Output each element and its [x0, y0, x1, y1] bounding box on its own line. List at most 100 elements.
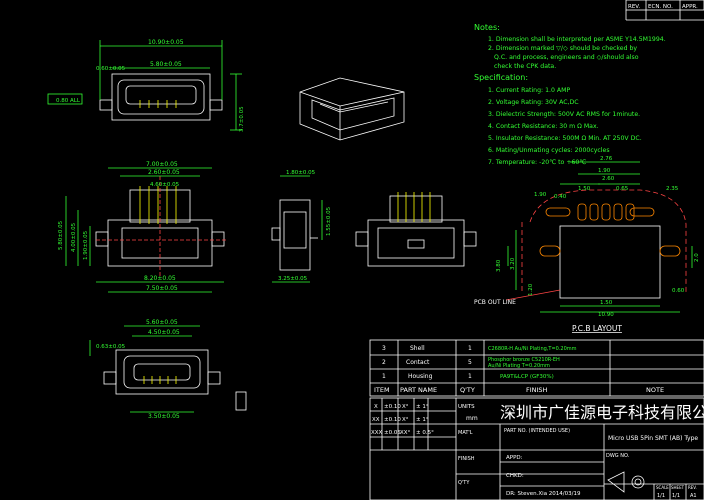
- bom-table: [369, 339, 704, 397]
- dim-low-w2: 4.50±0.05: [148, 329, 180, 336]
- tol-cell: ± 1°: [416, 404, 429, 410]
- part-name: Micro USB 5Pin SMT (AB) Type: [608, 435, 698, 442]
- tol-cell: ±0.10: [384, 404, 401, 410]
- spec-line: 2. Voltage Rating: 30V AC,DC: [488, 99, 579, 106]
- bom-header-note: NOTE: [646, 386, 664, 394]
- pcb-dim: 0.65: [616, 186, 629, 192]
- pcb-layout-title: P.C.B LAYOUT: [572, 324, 622, 333]
- bom-header-qty: Q'TY: [460, 386, 475, 394]
- projection-symbol-icon: [607, 471, 645, 493]
- dim-low-b: 3.50±0.05: [148, 413, 180, 420]
- dim-top-width: 10.90±0.05: [148, 39, 184, 46]
- spec-line: 5. Insulator Resistance: 500M Ω Min. AT …: [488, 135, 642, 142]
- tol-cell: X°: [402, 404, 409, 410]
- pcb-dims: 2.76 1.90 2.60 1.50 0.40 0.65 2.35 1.90 …: [496, 156, 700, 318]
- bom-finish-2: Au/Ni Plating T=0.20mm: [488, 363, 550, 369]
- notes-block: Notes: 1. Dimension shall be interpreted…: [474, 23, 666, 166]
- tol-cell: ± 1°: [416, 417, 429, 423]
- tol-cell: X: [374, 404, 378, 410]
- dim-mid-b1: 8.20±0.05: [144, 275, 176, 282]
- note-line: 2. Dimension marked ▽/◇ should be checke…: [488, 45, 637, 52]
- tolerance-table: X ±0.10 X° ± 1° XX ±0.10 X° ± 1° XXX ±0.…: [371, 404, 434, 436]
- bom-qty: 1: [468, 345, 472, 352]
- pcb-outline-label: PCB OUT LINE: [474, 299, 516, 306]
- bom-item: 2: [382, 359, 386, 366]
- tol-cell: XX: [372, 417, 380, 423]
- company-name: 深圳市广佳源电子科技有限公司: [500, 403, 704, 422]
- scale-label: SCALE: [656, 485, 669, 490]
- finish-label: FINISH: [458, 456, 475, 462]
- tol-cell: ±0.10: [384, 417, 401, 423]
- dim-top-inner: 5.80±0.05: [150, 61, 182, 68]
- spec-line: 7. Temperature: -20℃ to +60℃: [488, 159, 586, 166]
- dim-side-h: 1.55±0.05: [326, 206, 332, 236]
- pcb-dim: 1.50: [578, 186, 591, 192]
- chkd-label: CHKD:: [506, 473, 524, 479]
- bom-qty: 5: [468, 359, 472, 366]
- bom-qty: 1: [468, 373, 472, 380]
- rear-view: [355, 192, 477, 267]
- bom-part: Housing: [408, 373, 433, 380]
- dim-mid-w1: 7.00±0.05: [146, 161, 178, 168]
- note-line: 1. Dimension shall be interpreted per AS…: [488, 36, 666, 43]
- isometric-view: [299, 77, 405, 141]
- pcb-dim: 2.76: [600, 156, 613, 162]
- dim-low-h: 0.63±0.05: [96, 344, 126, 350]
- bom-item: 3: [382, 345, 386, 352]
- front-view-mid: [65, 167, 226, 293]
- dim-mid-w3: 4.60±0.05: [150, 182, 180, 188]
- pcb-dim: 0.40: [554, 194, 567, 200]
- tol-cell: ± 0.5°: [416, 430, 434, 436]
- pcb-dim: 2.0: [694, 253, 700, 262]
- dim-mid-h2: 4.00±0.05: [71, 222, 77, 252]
- bom-finish: PA9T&LCP (GF30%): [500, 374, 554, 380]
- bom-finish: Phosphor bronze C5210R-EH: [488, 357, 560, 363]
- rev-value: A1: [690, 493, 697, 499]
- dim-mid-h3: 1.90±0.05: [83, 230, 89, 260]
- sheet-label: SHEET: [671, 485, 685, 490]
- title-block: [369, 397, 704, 500]
- notes-title: Notes:: [474, 23, 500, 32]
- appd-label: APPD:: [506, 455, 523, 461]
- pcb-dim: 1.90: [534, 192, 547, 198]
- spec-title: Specification:: [474, 73, 528, 82]
- bom-item: 1: [382, 373, 386, 380]
- part-no-label: PART NO. (INTENDED USE): [504, 428, 570, 434]
- matl-label: MAT'L: [458, 430, 473, 436]
- sheet-value: 1/1: [672, 493, 680, 499]
- bom-part: Contact: [406, 359, 430, 366]
- pcb-dim: 1.90: [598, 168, 611, 174]
- dim-top-height: 3.7±0.05: [239, 106, 245, 132]
- pcb-dim: 0.60: [672, 288, 685, 294]
- tol-cell: X°: [402, 417, 409, 423]
- pcb-dim: 1.20: [528, 283, 534, 296]
- bom-header-part: PART NAME: [400, 386, 437, 394]
- note-line: Q.C. and process, engineers and ◇/should…: [494, 54, 639, 61]
- bom-part: Shell: [410, 345, 425, 352]
- front-view-low: [89, 325, 247, 413]
- dim-mid-w2: 2.60±0.05: [148, 169, 180, 176]
- rev-label: REV.: [628, 4, 640, 10]
- drawn-by: DR: Steven.Xia 2014/03/19: [506, 491, 581, 497]
- front-view-top: [47, 40, 242, 131]
- dim-top-offset: 0.60±0.05: [96, 66, 126, 72]
- dim-mid-b2: 7.50±0.05: [146, 285, 178, 292]
- tol-cell: XX°: [400, 430, 411, 436]
- pcb-dim: 10.90: [598, 312, 614, 318]
- side-view: [271, 175, 323, 283]
- dwg-no-label: DWG NO.: [606, 453, 630, 459]
- pcb-dim: 1.50: [600, 300, 613, 306]
- pcb-dim: 2.60: [602, 176, 615, 182]
- pcb-layout: [505, 161, 693, 313]
- rev-label-tb: REV.: [688, 485, 697, 490]
- scale-value: 1/1: [657, 493, 665, 499]
- pcb-dim: 3.20: [510, 257, 516, 270]
- appr-label: APPR.: [682, 4, 698, 10]
- spec-line: 6. Mating/Unmating cycles: 2000cycles: [488, 147, 610, 154]
- bom-rows: 3 Shell 1 C2680R-H Au/Ni Plating,T=0.20m…: [374, 345, 664, 394]
- ecn-label: ECN. NO.: [648, 4, 673, 10]
- units-value: mm: [466, 415, 478, 422]
- dim-low-w1: 5.60±0.05: [146, 319, 178, 326]
- tol-cell: XXX: [371, 430, 383, 436]
